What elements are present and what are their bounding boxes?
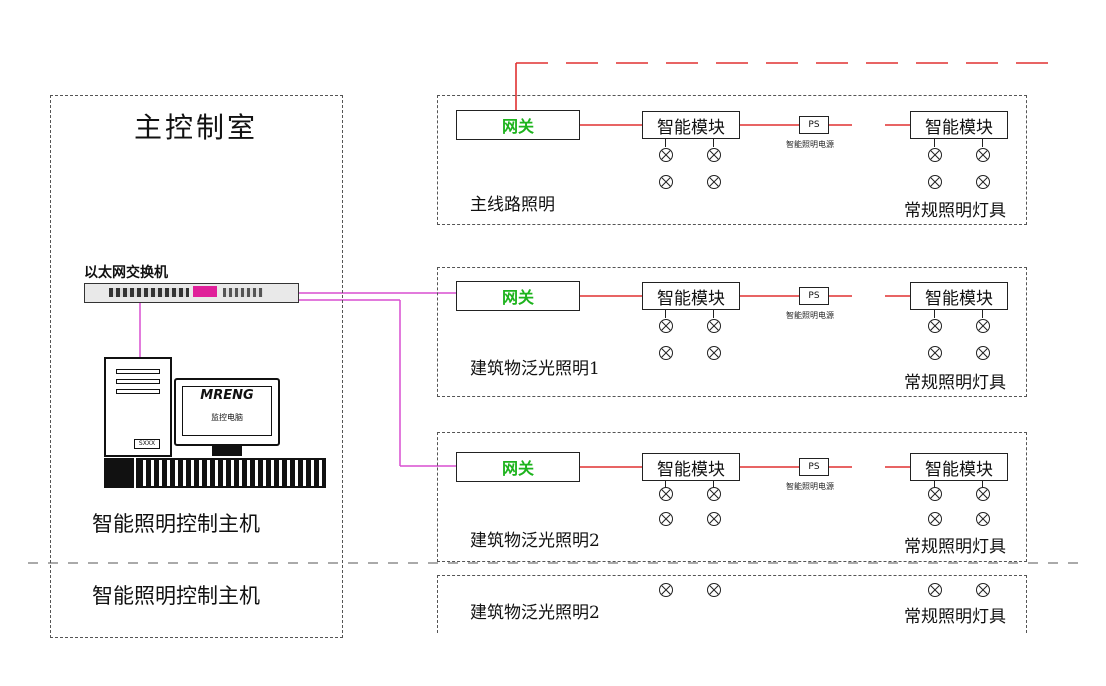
module-left-2: 智能模块 xyxy=(642,282,740,310)
gateway-box-3: 网关 xyxy=(456,452,580,482)
ps-box-1: PS xyxy=(799,116,829,134)
lamp-icon xyxy=(976,175,990,189)
pc-tower-icon: SXXX xyxy=(104,357,172,457)
lamp-label-bottom: 常规照明灯具 xyxy=(904,607,1006,627)
monitor-stand xyxy=(212,446,242,456)
zone-label-bottom: 建筑物泛光照明2 xyxy=(470,603,600,623)
lamp-icon xyxy=(976,319,990,333)
lamp-icon xyxy=(707,487,721,501)
monitor-brand: MRENG xyxy=(200,388,254,403)
lamp-icon xyxy=(976,512,990,526)
lamp-icon xyxy=(659,487,673,501)
module-left-1: 智能模块 xyxy=(642,111,740,139)
lamp-icon xyxy=(659,319,673,333)
host-label-bottom: 智能照明控制主机 xyxy=(92,584,260,608)
lamp-icon xyxy=(928,487,942,501)
host-label: 智能照明控制主机 xyxy=(92,512,260,536)
module-left-3: 智能模块 xyxy=(642,453,740,481)
lamp-icon xyxy=(707,346,721,360)
module-right-2: 智能模块 xyxy=(910,282,1008,310)
ps-label-1: 智能照明电源 xyxy=(786,140,834,149)
lamp-icon xyxy=(707,148,721,162)
switch-label: 以太网交换机 xyxy=(84,265,168,281)
zone-label-3: 建筑物泛光照明2 xyxy=(470,531,600,551)
lamp-icon xyxy=(976,487,990,501)
control-room-title: 主控制室 xyxy=(134,111,259,144)
monitor-sub-label: 监控电脑 xyxy=(211,413,243,422)
lamp-icon xyxy=(928,148,942,162)
subsystem-box-1 xyxy=(437,95,1027,225)
monitor-icon: MRENG 监控电脑 xyxy=(174,378,280,446)
lamp-icon xyxy=(928,512,942,526)
subsystem-box-bottom xyxy=(437,575,1027,633)
lamp-label-1: 常规照明灯具 xyxy=(904,201,1006,221)
lamp-icon xyxy=(659,148,673,162)
subsystem-box-3 xyxy=(437,432,1027,562)
module-right-1: 智能模块 xyxy=(910,111,1008,139)
control-room-box xyxy=(50,95,343,638)
ps-box-2: PS xyxy=(799,287,829,305)
ethernet-switch-icon xyxy=(84,283,299,303)
lamp-label-3: 常规照明灯具 xyxy=(904,537,1006,557)
lamp-label-2: 常规照明灯具 xyxy=(904,373,1006,393)
ps-box-3: PS xyxy=(799,458,829,476)
keyboard-icon xyxy=(136,458,326,488)
lamp-icon xyxy=(976,583,990,597)
lamp-icon xyxy=(707,175,721,189)
ps-label-3: 智能照明电源 xyxy=(786,482,834,491)
lamp-icon xyxy=(976,148,990,162)
lamp-icon xyxy=(659,512,673,526)
lamp-icon xyxy=(928,346,942,360)
tower-badge: SXXX xyxy=(134,439,160,449)
lamp-icon xyxy=(707,512,721,526)
lamp-icon xyxy=(928,319,942,333)
gateway-box-2: 网关 xyxy=(456,281,580,311)
module-right-3: 智能模块 xyxy=(910,453,1008,481)
pc-base-icon xyxy=(104,458,134,488)
ps-label-2: 智能照明电源 xyxy=(786,311,834,320)
lamp-icon xyxy=(659,346,673,360)
lamp-icon xyxy=(707,583,721,597)
gateway-box-1: 网关 xyxy=(456,110,580,140)
lamp-icon xyxy=(976,346,990,360)
lamp-icon xyxy=(659,175,673,189)
lamp-icon xyxy=(928,583,942,597)
subsystem-box-2 xyxy=(437,267,1027,397)
lamp-icon xyxy=(659,583,673,597)
zone-label-2: 建筑物泛光照明1 xyxy=(470,359,600,379)
lamp-icon xyxy=(928,175,942,189)
lamp-icon xyxy=(707,319,721,333)
zone-label-1: 主线路照明 xyxy=(470,195,555,215)
